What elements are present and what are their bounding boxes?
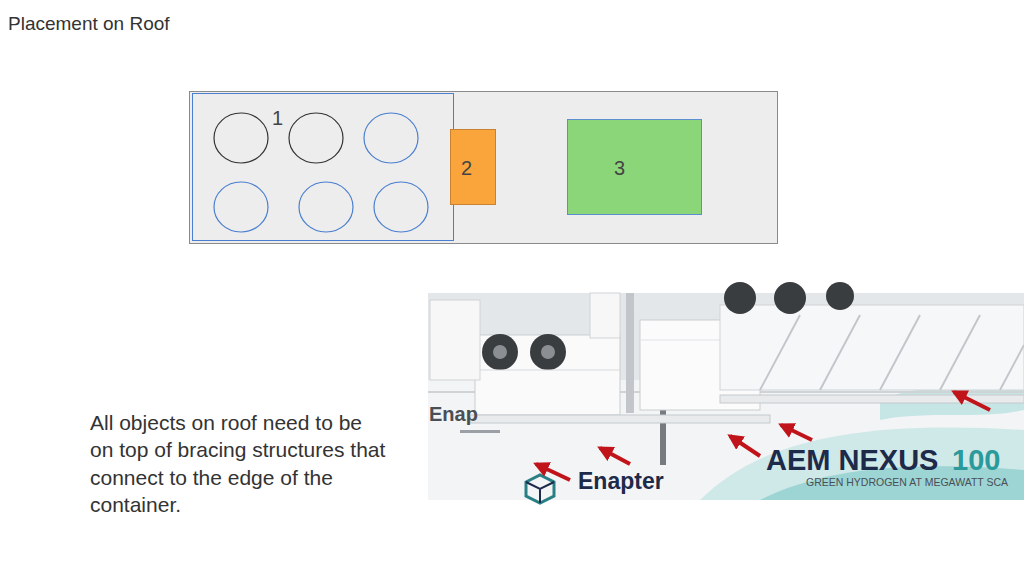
- tank-circle: [289, 113, 343, 163]
- photo-text: AEM NEXUS: [766, 446, 938, 475]
- photo-text: GREEN HYDROGEN AT MEGAWATT SCA: [806, 477, 1008, 488]
- photo-text: Enapter: [578, 470, 664, 493]
- callout-number: 3: [614, 157, 625, 179]
- red-arrows: [536, 392, 990, 480]
- tank-circle: [214, 113, 268, 163]
- photo-illustration: [428, 282, 1024, 503]
- photo-text: Enap: [429, 404, 478, 424]
- container-roof: [190, 92, 778, 244]
- component-box: 2: [450, 129, 496, 205]
- note-text: All objects on roof need to be on top of…: [90, 409, 388, 518]
- tank-circle: [214, 182, 268, 232]
- callout-number: 2: [461, 157, 472, 179]
- tank-circle: [299, 182, 353, 232]
- photo-text: 100: [952, 446, 1000, 475]
- area-box: 1: [192, 93, 454, 241]
- tank-circle: [364, 113, 418, 163]
- component-box: 3: [567, 119, 702, 215]
- slide-title: Placement on Roof: [8, 13, 170, 35]
- tank-circle: [374, 182, 428, 232]
- callout-number: 1: [272, 107, 283, 129]
